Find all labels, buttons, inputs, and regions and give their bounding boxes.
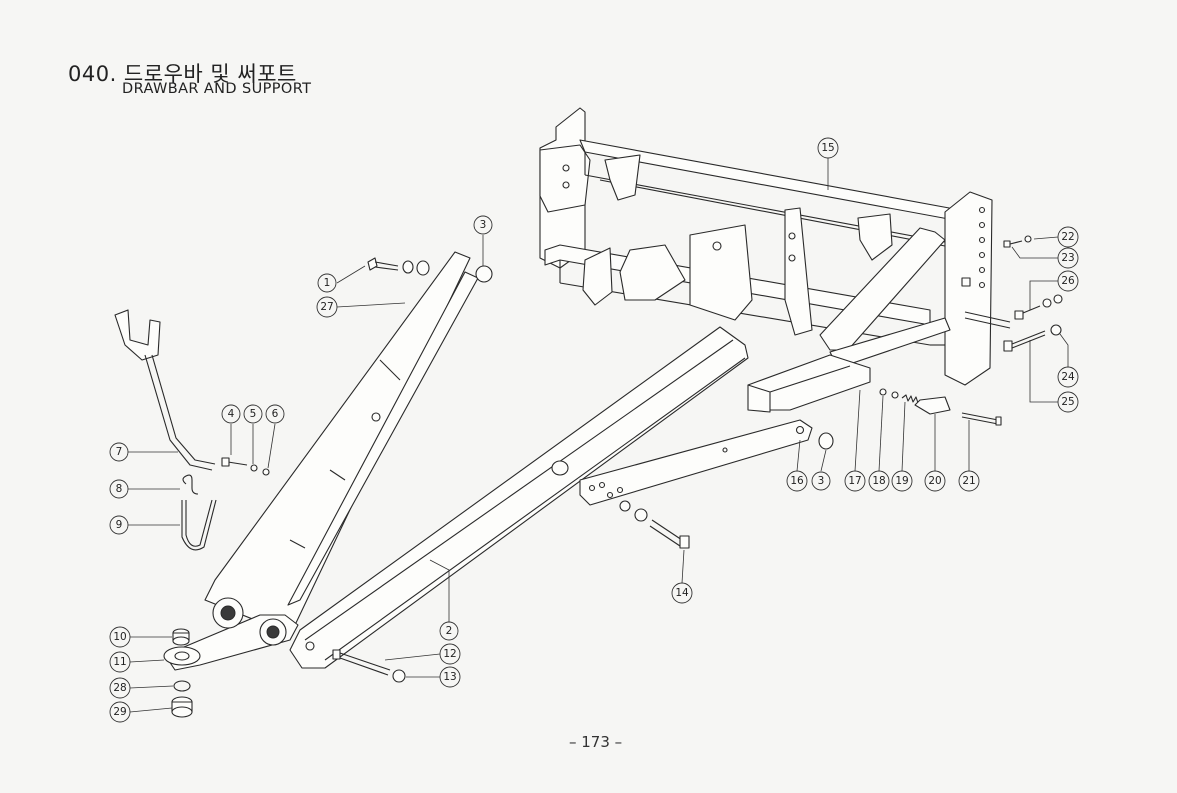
callout-13: 13 [439,666,461,688]
callout-26: 26 [1057,270,1079,292]
s-hook-8 [182,474,199,495]
callout-22: 22 [1057,226,1079,248]
svg-text:5: 5 [250,408,257,420]
pin-set-17-21 [879,388,1002,426]
callout-11: 11 [109,651,131,673]
callout-23: 23 [1057,247,1079,269]
ring-28 [173,680,191,692]
svg-text:28: 28 [113,682,126,694]
section-subtitle: DRAWBAR AND SUPPORT [122,81,312,97]
svg-text:24: 24 [1061,371,1075,383]
lower-drawbar-2 [289,326,749,669]
svg-text:15: 15 [821,142,834,154]
bolt-set-22-26 [961,235,1063,352]
svg-text:23: 23 [1061,252,1074,264]
callout-10: 10 [109,626,131,648]
section-title: 040. 드로우바 및 써포트 [68,62,297,86]
svg-text:11: 11 [113,656,126,668]
callout-17: 17 [844,470,866,492]
callout-18: 18 [868,470,890,492]
callout-4: 4 [221,404,241,424]
svg-text:27: 27 [320,301,333,313]
svg-text:1: 1 [324,277,331,289]
svg-text:14: 14 [675,587,689,599]
svg-text:29: 29 [113,706,126,718]
callout-8: 8 [109,479,129,499]
bolt-12-nut-13 [332,649,406,683]
svg-text:6: 6 [272,408,279,420]
bolt-1-set [367,257,493,283]
svg-text:7: 7 [116,446,123,458]
svg-text:4: 4 [228,408,235,420]
svg-text:9: 9 [116,519,123,531]
callout-19: 19 [891,470,913,492]
svg-text:19: 19 [895,475,908,487]
callout-21: 21 [958,470,980,492]
callout-20: 20 [924,470,946,492]
nut-29 [171,696,193,718]
main-frame-15 [539,107,993,413]
callout-1: 1 [317,273,337,293]
callout-29: 29 [109,701,131,723]
spacer-3-right [818,432,834,450]
callout-24: 24 [1057,366,1079,388]
callout-14: 14 [671,582,693,604]
svg-text:8: 8 [116,483,123,495]
page-number: – 173 – [569,733,623,751]
svg-text:12: 12 [443,648,456,660]
callout-5: 5 [243,404,263,424]
callout-27: 27 [316,296,338,318]
callout-3-upper: 3 [473,215,493,235]
pin-set-4-6 [221,457,270,476]
swivel-clevis [163,597,299,671]
bolt-14 [619,500,690,549]
svg-text:22: 22 [1061,231,1074,243]
svg-text:17: 17 [848,475,861,487]
callout-6: 6 [265,404,285,424]
svg-text:20: 20 [928,475,941,487]
bushing-10 [172,628,190,646]
svg-text:26: 26 [1061,275,1075,287]
svg-text:10: 10 [113,631,126,643]
callout-16: 16 [786,470,808,492]
callout-28: 28 [109,677,131,699]
support-rod-7 [114,309,216,471]
callout-7: 7 [109,442,129,462]
svg-text:13: 13 [443,671,456,683]
callout-3-lower: 3 [811,471,831,491]
callout-9: 9 [109,515,129,535]
svg-text:21: 21 [962,475,975,487]
callout-2: 2 [439,621,459,641]
svg-text:2: 2 [446,625,453,637]
callout-25: 25 [1057,391,1079,413]
svg-text:3: 3 [818,475,825,487]
svg-text:18: 18 [872,475,885,487]
callout-12: 12 [439,643,461,665]
callout-leaders [128,157,1069,713]
svg-text:3: 3 [480,219,487,231]
svg-text:25: 25 [1061,396,1074,408]
svg-text:16: 16 [790,475,804,487]
side-link-16 [551,419,813,506]
chain-9 [181,499,217,551]
callout-15: 15 [817,137,839,159]
